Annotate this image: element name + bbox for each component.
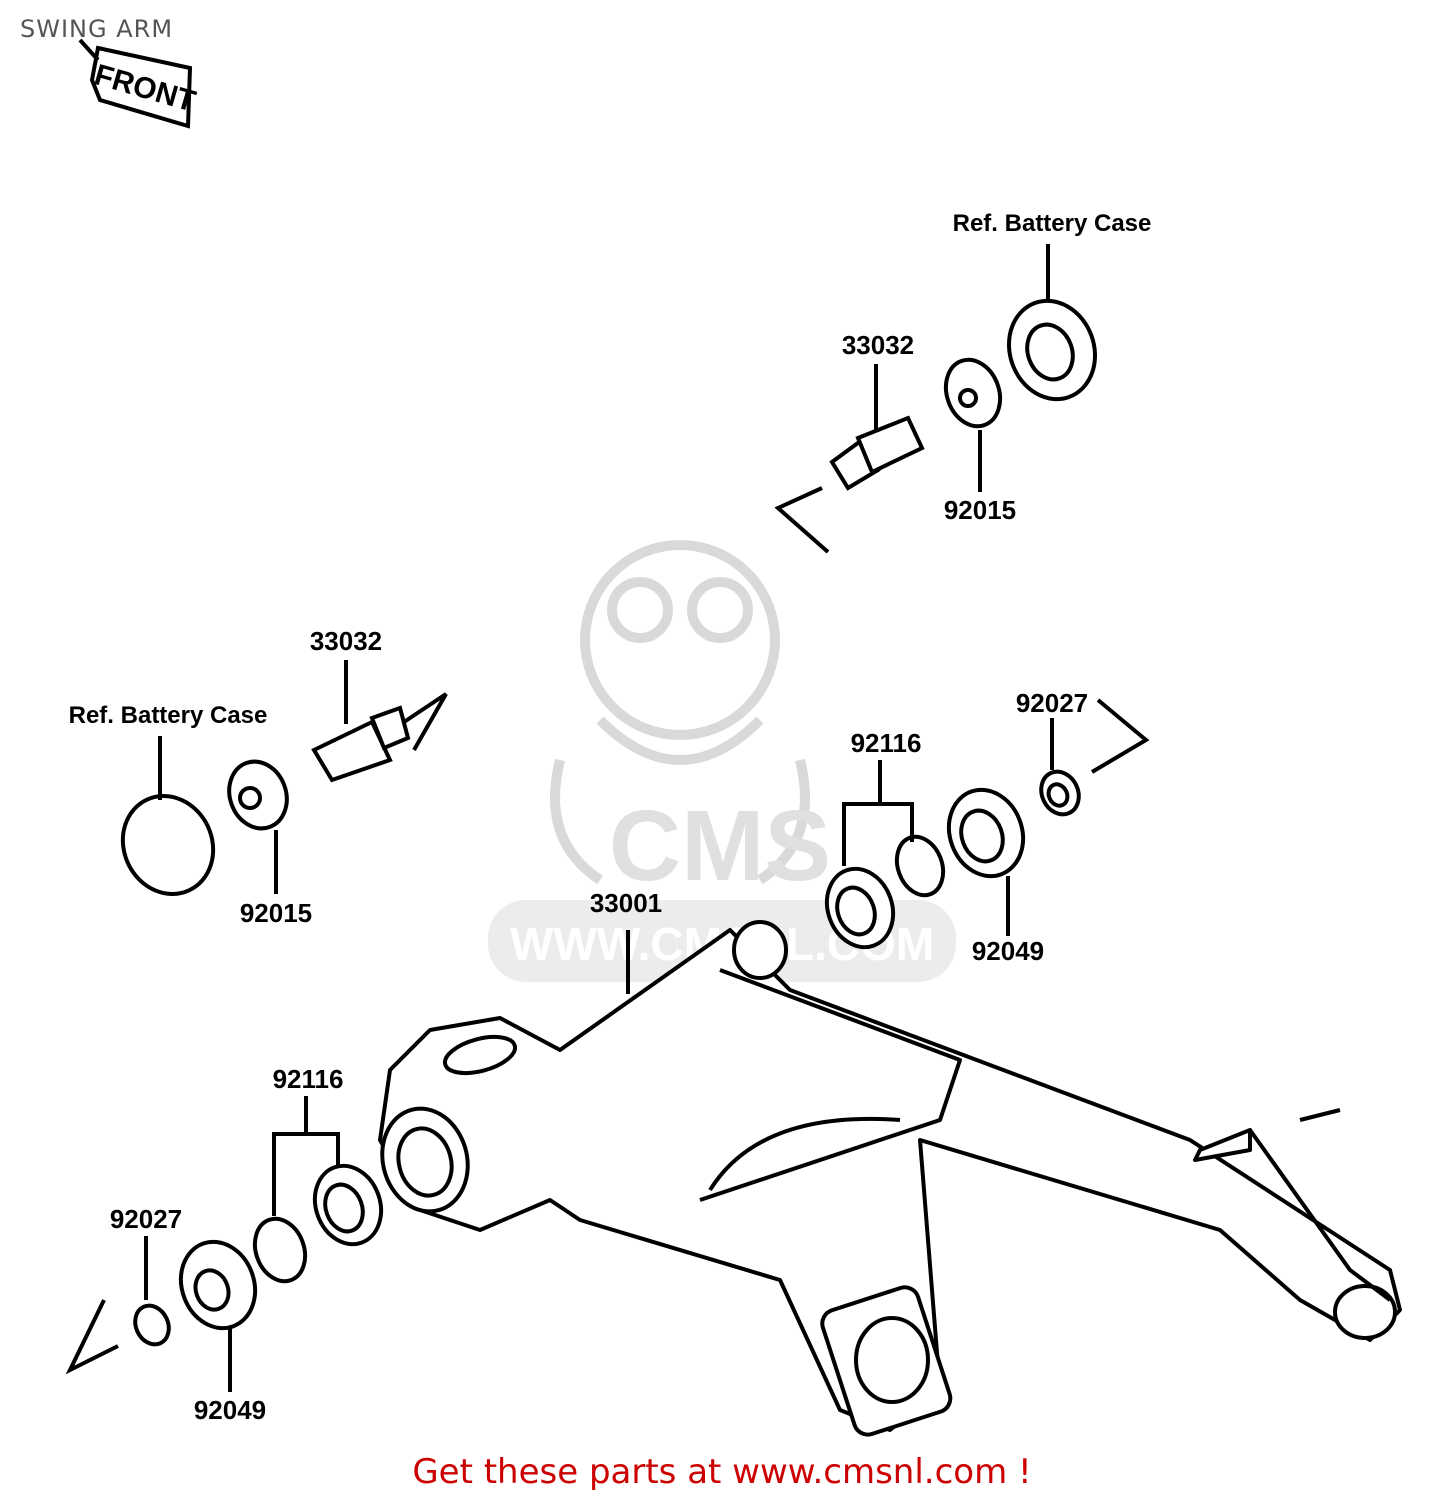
- bearing-92049-right: [946, 787, 1026, 936]
- callout-92015-left: 92015: [239, 898, 313, 928]
- nut-92015-right: [943, 357, 1003, 492]
- callout-92049-right: 92049: [971, 936, 1045, 966]
- callout-92116-right: 92116: [850, 728, 922, 758]
- battery-case-cap-right: [1006, 244, 1098, 402]
- callout-92027-left: 92027: [109, 1204, 183, 1234]
- seal-92027-right: [1039, 698, 1150, 817]
- nut-92015-left: [227, 759, 289, 894]
- bearing-set-92116-right: [824, 760, 946, 950]
- battery-case-cap-left: [120, 736, 216, 896]
- callout-ref-battery-case-right: Ref. Battery Case: [952, 210, 1152, 237]
- watermark-logo-text: CMS: [609, 790, 831, 902]
- callout-92027-right: 92027: [1015, 688, 1089, 718]
- callout-92015-right: 92015: [943, 495, 1017, 525]
- callout-33001: 33001: [589, 888, 663, 918]
- footer-promo-link[interactable]: Get these parts at www.cmsnl.com !: [412, 1452, 1032, 1492]
- swing-arm-33001: [378, 920, 1402, 1437]
- pivot-bolt-33032-right: [774, 364, 925, 554]
- pivot-bolt-33032-left: [311, 660, 448, 783]
- watermark-logo: [550, 540, 810, 885]
- callout-92049-left: 92049: [193, 1395, 267, 1425]
- callout-33032-right: 33032: [841, 330, 915, 360]
- callout-92116-left: 92116: [272, 1064, 344, 1094]
- callout-ref-battery-case-left: Ref. Battery Case: [68, 702, 268, 729]
- front-arrow: FRONT: [78, 38, 199, 129]
- bearing-92049-left: [178, 1239, 258, 1392]
- diagram-title: SWING ARM: [20, 15, 174, 43]
- bearing-set-92116-left: [252, 1096, 384, 1284]
- seal-92027-left: [65, 1236, 171, 1375]
- callout-33032-left: 33032: [309, 626, 383, 656]
